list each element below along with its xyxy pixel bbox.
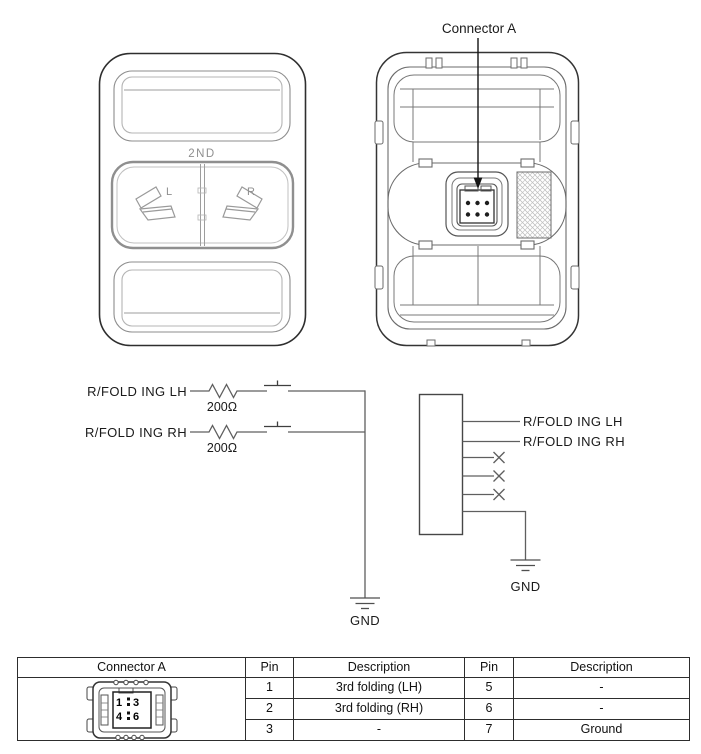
- right-button-letter: R: [247, 186, 255, 198]
- pin-assignment-table: Connector A Pin Description Pin Descript…: [17, 657, 690, 741]
- connector-block: [418, 393, 464, 536]
- switch-contact-lh: [264, 380, 291, 387]
- table-cell-pin: 6: [464, 698, 514, 720]
- schematic: [190, 380, 541, 610]
- table-cell-desc: -: [513, 698, 690, 720]
- ground-symbol-left: [350, 597, 380, 610]
- connector-a-pins: [465, 200, 490, 217]
- icon-pin-6: 6: [132, 711, 138, 723]
- table-header-pin-right: Pin: [464, 657, 514, 678]
- icon-pin-4: 4: [115, 711, 122, 723]
- switch-front-view: 2ND L R: [98, 52, 307, 347]
- callout-arrow: [473, 38, 483, 189]
- switch-rear-view: [374, 51, 580, 347]
- hatched-area: [516, 171, 552, 239]
- table-cell-pin: 1: [245, 677, 294, 699]
- mirror-fold-rocker: [110, 160, 295, 250]
- ground-label-left: GND: [350, 613, 380, 628]
- mirror-fold-right-icon: [222, 186, 263, 221]
- front-bottom-rocker: [113, 261, 291, 333]
- front-top-rocker: [113, 70, 291, 142]
- connector-a-callout: Connector A: [442, 21, 516, 36]
- resistor-value-lh: 200Ω: [207, 400, 237, 414]
- unused-pin-3: [462, 488, 505, 501]
- table-cell-pin: 7: [464, 719, 514, 741]
- switch-contact-rh: [264, 421, 291, 428]
- table-header-connector: Connector A: [17, 657, 246, 678]
- resistor-lh: [190, 383, 267, 399]
- table-cell-pin: 5: [464, 677, 514, 699]
- input-label-rh: R/FOLD ING RH: [85, 425, 187, 440]
- icon-pin-3: 3: [132, 697, 138, 709]
- table-cell-desc: 3rd folding (RH): [293, 698, 465, 720]
- rear-tabs: [374, 57, 580, 347]
- icon-pin-1: 1: [115, 697, 121, 709]
- output-label-rh: R/FOLD ING RH: [523, 434, 625, 449]
- unused-pin-2: [462, 470, 505, 482]
- table-cell-desc: 3rd folding (LH): [293, 677, 465, 699]
- unused-pin-1: [462, 451, 505, 464]
- table-header-desc-left: Description: [293, 657, 465, 678]
- rear-upper-ribs: [393, 74, 561, 162]
- table-cell-desc: -: [513, 677, 690, 699]
- front-row-label: 2ND: [188, 148, 216, 160]
- table-header-desc-right: Description: [513, 657, 690, 678]
- input-label-lh: R/FOLD ING LH: [87, 384, 187, 399]
- resistor-value-rh: 200Ω: [207, 441, 237, 455]
- rear-middle-band: [387, 158, 567, 250]
- ground-label-right: GND: [510, 579, 540, 594]
- rear-lower-ribs: [393, 246, 561, 323]
- table-header-pin-left: Pin: [245, 657, 294, 678]
- table-cell-pin: 3: [245, 719, 294, 741]
- ground-symbol-right: [510, 559, 541, 572]
- table-cell-desc: Ground: [513, 719, 690, 741]
- left-button-letter: L: [166, 186, 172, 198]
- output-label-lh: R/FOLD ING LH: [523, 414, 623, 429]
- ground-wire-right: [462, 510, 527, 560]
- mirror-fold-left-icon: [135, 186, 176, 221]
- connector-a-pinout-icon: 1 3 4 6: [86, 679, 177, 740]
- table-cell-desc: -: [293, 719, 465, 741]
- table-cell-pin: 2: [245, 698, 294, 720]
- connector-a-pinout-cell: 1 3 4 6: [17, 677, 246, 741]
- resistor-rh: [190, 424, 267, 440]
